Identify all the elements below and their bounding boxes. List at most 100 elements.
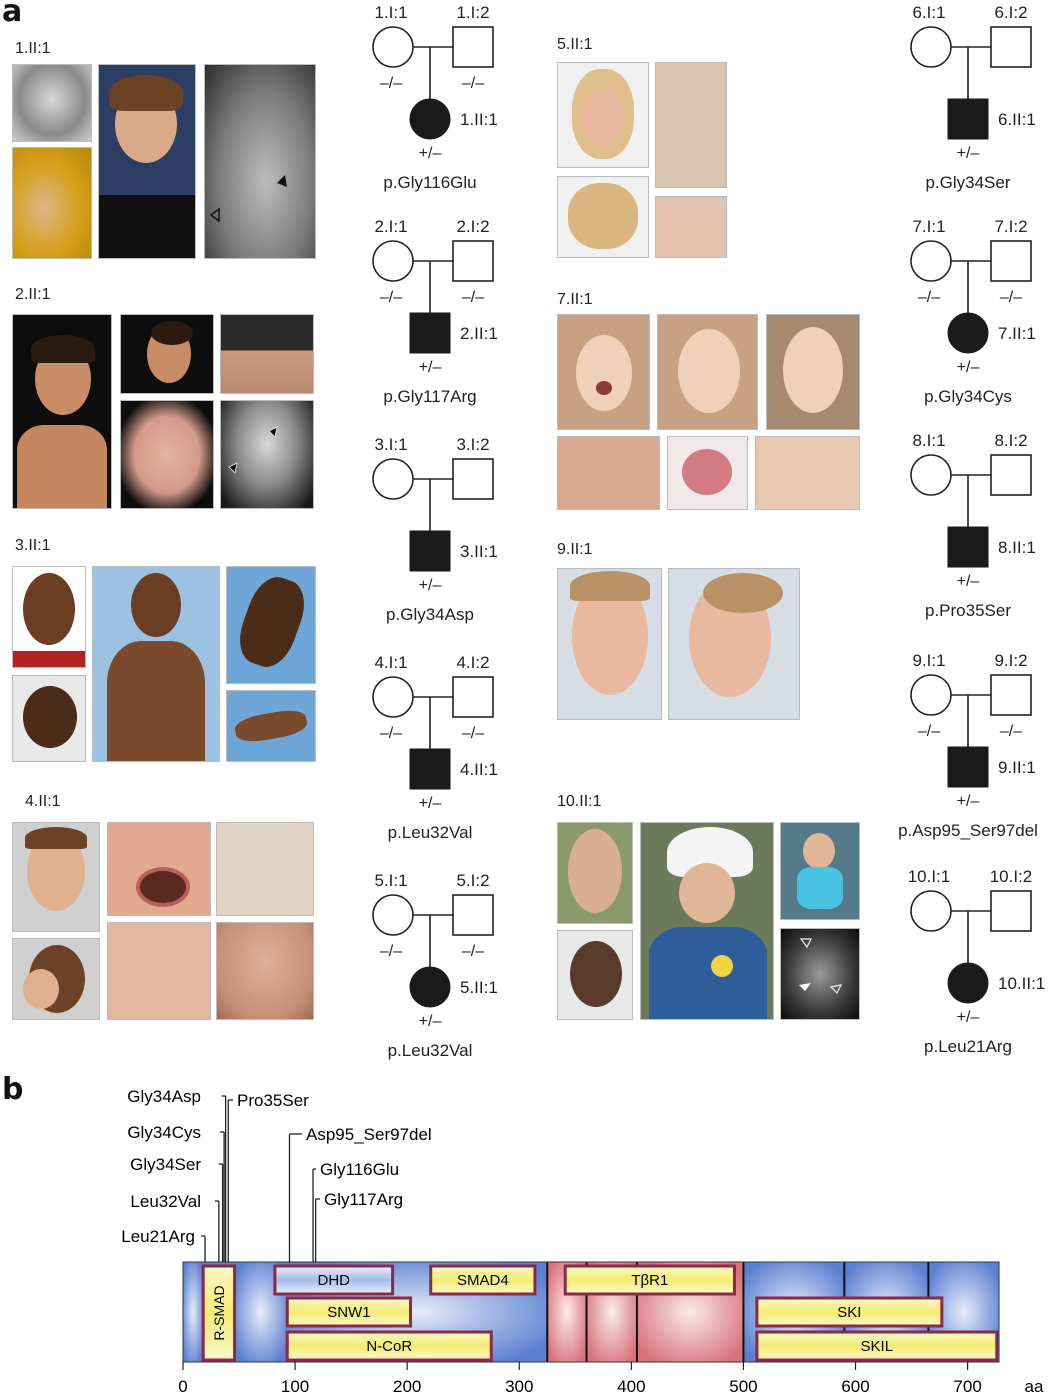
mutation-label: Leu21Arg	[121, 1227, 195, 1246]
pedigree-parent-2-label: 7.I:2	[994, 217, 1027, 236]
pedigree-parent-2-square	[452, 26, 494, 68]
pedigree-parent-2-label: 2.I:2	[456, 217, 489, 236]
pedigree-parent-1-genotype: –/–	[380, 943, 402, 960]
pedigree-parent-1-circle	[372, 894, 414, 936]
patient-5-profile-photo	[557, 176, 649, 258]
panel-a-label: a	[2, 0, 23, 29]
mutation-label: Gly116Glu	[320, 1160, 399, 1179]
pedigree-child-affected-female	[947, 962, 989, 1004]
pedigree-parent-1-label: 6.I:1	[912, 3, 945, 22]
domain-label: N-CoR	[366, 1338, 412, 1355]
domain-label: SKI	[837, 1304, 861, 1321]
pedigree-child-genotype: +/–	[419, 359, 442, 376]
arrowhead-icon	[209, 207, 220, 223]
pedigree-parent-1-circle	[372, 240, 414, 282]
mutation-label: Gly34Asp	[127, 1087, 201, 1106]
photo-group-label-7: 7.II:1	[557, 291, 593, 308]
pedigree-child-affected-male	[947, 98, 989, 140]
pedigree-child-label: 10.II:1	[998, 974, 1045, 993]
photo-group-label-4: 4.II:1	[25, 793, 61, 810]
pedigree-child-affected-female	[409, 98, 451, 140]
pedigree-mutation-label: p.Gly34Ser	[925, 173, 1010, 192]
pedigree-parent-2-genotype: –/–	[462, 289, 484, 306]
pedigree-parent-2-label: 4.I:2	[456, 653, 489, 672]
domain-box	[285, 1296, 413, 1328]
patient-3-profile-photo	[12, 675, 86, 762]
domain-label: R-SMAD	[211, 1285, 227, 1340]
pedigree-parent-1-label: 5.I:1	[374, 871, 407, 890]
pedigree-child-genotype: +/–	[419, 577, 442, 594]
domain-box	[201, 1264, 237, 1362]
patient-4-face-photo	[12, 822, 100, 932]
pedigree-parent-2-label: 6.I:2	[994, 3, 1027, 22]
pedigree-child-affected-male	[409, 312, 451, 354]
pedigree-child-genotype: +/–	[419, 795, 442, 812]
domain-box	[273, 1264, 395, 1296]
pedigree-parent-1-circle	[910, 26, 952, 68]
patient-4-hands-photo	[107, 922, 211, 1020]
pedigree-mutation-label: p.Leu32Val	[388, 823, 473, 842]
pedigree-parent-1-genotype: –/–	[380, 725, 402, 742]
photo-group-label-5: 5.II:1	[557, 36, 593, 53]
patient-1-portrait-photo	[98, 64, 196, 259]
pedigree-parent-2-genotype: –/–	[462, 725, 484, 742]
patient-1-ct-scan-photo	[204, 64, 316, 259]
pedigree-child-label: 7.II:1	[998, 324, 1036, 343]
pedigree-mutation-label: p.Pro35Ser	[925, 601, 1011, 620]
pedigree-parent-2-square	[990, 26, 1032, 68]
pedigree-parent-2-label: 3.I:2	[456, 435, 489, 454]
mutation-label: Gly34Ser	[130, 1155, 201, 1174]
pedigree-child-label: 9.II:1	[998, 758, 1036, 777]
pedigree-parent-1-circle	[910, 890, 952, 932]
pedigree-parent-2-genotype: –/–	[1000, 289, 1022, 306]
axis-tick-label: 400	[617, 1377, 645, 1395]
domain-label: SKIL	[861, 1338, 894, 1355]
pedigree-parent-1-label: 3.I:1	[374, 435, 407, 454]
pedigree-parent-1-label: 9.I:1	[912, 651, 945, 670]
patient-10-profile-photo	[557, 930, 633, 1020]
patient-10-wheelchair-photo	[780, 822, 860, 920]
patient-10-face-photo	[557, 822, 633, 924]
pedigree-parent-1-label: 7.I:1	[912, 217, 945, 236]
mutation-label: Asp95_Ser97del	[306, 1125, 432, 1144]
pedigree-parent-2-genotype: –/–	[462, 75, 484, 92]
pedigree-child-genotype: +/–	[957, 1009, 980, 1026]
patient-3-hand-2-photo	[226, 690, 316, 762]
pedigree-parent-1-genotype: –/–	[380, 289, 402, 306]
pedigree-child-affected-male	[947, 746, 989, 788]
patient-2-portrait-photo	[12, 314, 112, 509]
pedigree-parent-2-label: 5.I:2	[456, 871, 489, 890]
pedigree-parent-2-square	[990, 240, 1032, 282]
pedigree-parent-1-circle	[372, 458, 414, 500]
arrowhead-icon	[268, 426, 278, 438]
domain-label: SNW1	[327, 1304, 370, 1321]
pedigree-child-genotype: +/–	[957, 793, 980, 810]
pedigree-child-affected-male	[947, 526, 989, 568]
pedigree-parent-1-label: 8.I:1	[912, 431, 945, 450]
photo-group-label-1: 1.II:1	[15, 40, 51, 57]
pedigree-parent-2-label: 10.I:2	[990, 867, 1033, 886]
patient-3-hand-photo	[226, 566, 316, 684]
pedigree-child-affected-female	[409, 966, 451, 1008]
pedigree-parent-2-genotype: –/–	[462, 943, 484, 960]
domain-box	[429, 1264, 537, 1296]
patient-2-profile-photo	[120, 314, 214, 394]
photo-group-label-2: 2.II:1	[15, 286, 51, 303]
patient-7-palate-photo	[667, 436, 748, 510]
pedigree-child-label: 5.II:1	[460, 978, 498, 997]
pedigree-parent-1-genotype: –/–	[380, 75, 402, 92]
patient-5-foot-photo	[655, 62, 727, 188]
axis-tick-label: 700	[953, 1377, 981, 1395]
pedigree-child-genotype: +/–	[419, 1013, 442, 1030]
pedigree-parent-2-square	[452, 676, 494, 718]
